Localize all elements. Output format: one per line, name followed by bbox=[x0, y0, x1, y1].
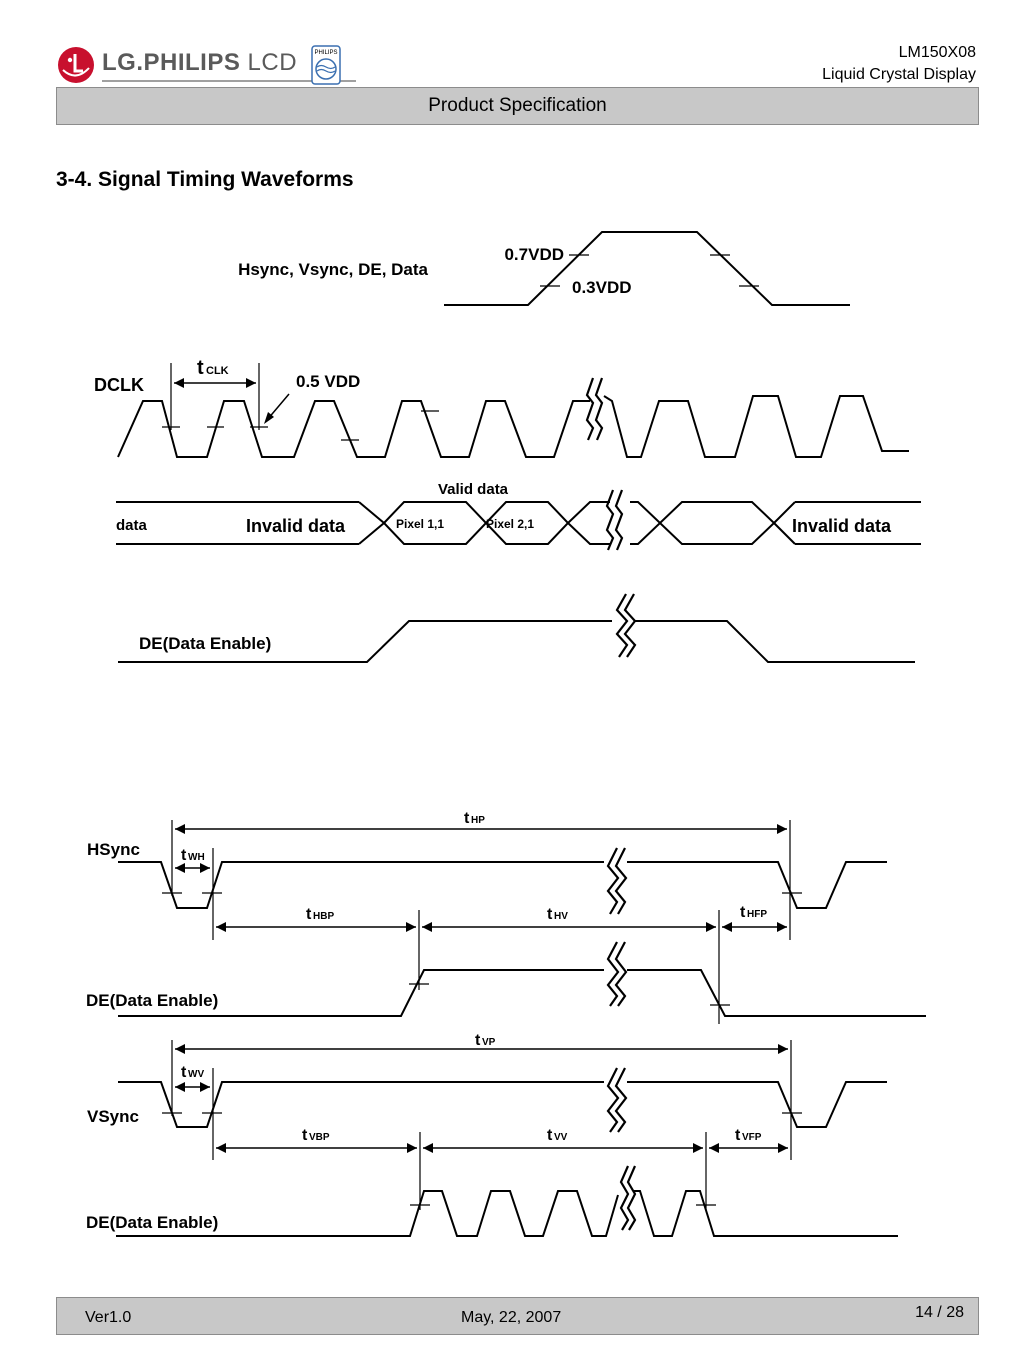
twv-sub: WV bbox=[188, 1069, 204, 1080]
philips-badge-text: PHILIPS bbox=[314, 50, 337, 56]
thv-t: t bbox=[547, 906, 553, 923]
tvfp-sub: VFP bbox=[742, 1132, 762, 1143]
invalid-data-right: Invalid data bbox=[792, 516, 892, 536]
page-number: 14 / 28 bbox=[915, 1304, 964, 1321]
tvp-t: t bbox=[475, 1032, 481, 1049]
de-label-1: DE(Data Enable) bbox=[139, 634, 271, 653]
tclk-sub: CLK bbox=[206, 365, 229, 377]
tvbp-t: t bbox=[302, 1127, 308, 1144]
tvbp-sub: VBP bbox=[309, 1132, 330, 1143]
diagram-labels: Hsync, Vsync, DE, Data 0.7VDD 0.3VDD DCL… bbox=[86, 245, 892, 1232]
level-waveform bbox=[444, 231, 850, 306]
footer-date: May, 22, 2007 bbox=[461, 1309, 562, 1326]
brand-wordmark: LG.PHILIPS LCD bbox=[102, 49, 297, 77]
section-title: 3-4. Signal Timing Waveforms bbox=[56, 168, 354, 191]
doc-title: Product Specification bbox=[428, 95, 607, 116]
vdd-low-label: 0.3VDD bbox=[572, 278, 632, 297]
twh-t: t bbox=[181, 847, 187, 864]
invalid-data-left: Invalid data bbox=[246, 516, 346, 536]
logo-underline bbox=[102, 80, 356, 82]
dclk-waveform bbox=[117, 363, 909, 458]
thbp-sub: HBP bbox=[313, 911, 334, 922]
hsync-label: HSync bbox=[87, 840, 140, 859]
vsync-label: VSync bbox=[87, 1107, 139, 1126]
data-bus-waveform bbox=[116, 489, 921, 551]
de-waveform-3 bbox=[116, 1165, 898, 1237]
level-signal-label: Hsync, Vsync, DE, Data bbox=[238, 260, 428, 279]
hsync-waveform bbox=[118, 820, 887, 1024]
thfp-sub: HFP bbox=[747, 909, 767, 920]
thbp-t: t bbox=[306, 906, 312, 923]
document-model-block: LM150X08 Liquid Crystal Display bbox=[822, 42, 976, 86]
footer-version: Ver1.0 bbox=[85, 1309, 132, 1326]
footer-bar: Ver1.0 May, 22, 2007 14 / 28 bbox=[56, 1297, 979, 1335]
lg-philips-logo: LG.PHILIPS LCD PHILIPS bbox=[56, 44, 356, 86]
de-label-3: DE(Data Enable) bbox=[86, 1213, 218, 1232]
thp-t: t bbox=[464, 810, 470, 827]
tvv-sub: VV bbox=[554, 1132, 568, 1143]
valid-data-label: Valid data bbox=[438, 481, 509, 498]
de-waveform-1 bbox=[118, 593, 915, 663]
tvv-t: t bbox=[547, 1127, 553, 1144]
lg-face-icon bbox=[58, 47, 94, 83]
twv-t: t bbox=[181, 1064, 187, 1081]
model-number: LM150X08 bbox=[898, 44, 976, 61]
pixel-2-1-label: Pixel 2,1 bbox=[486, 517, 534, 531]
product-type: Liquid Crystal Display bbox=[822, 66, 976, 83]
philips-shield-icon: PHILIPS bbox=[311, 45, 341, 85]
thv-sub: HV bbox=[554, 911, 568, 922]
data-row-label: data bbox=[116, 517, 148, 534]
twh-sub: WH bbox=[188, 852, 205, 863]
tvfp-t: t bbox=[735, 1127, 741, 1144]
dclk-label: DCLK bbox=[94, 375, 144, 395]
thfp-t: t bbox=[740, 904, 746, 921]
brand-light: LCD bbox=[247, 49, 298, 76]
de-label-2: DE(Data Enable) bbox=[86, 991, 218, 1010]
brand-bold: LG.PHILIPS bbox=[102, 49, 241, 76]
tvp-sub: VP bbox=[482, 1037, 496, 1048]
doc-title-bar: Product Specification bbox=[56, 87, 979, 125]
thp-sub: HP bbox=[471, 815, 485, 826]
pixel-1-1-label: Pixel 1,1 bbox=[396, 517, 444, 531]
vdd-high-label: 0.7VDD bbox=[504, 245, 564, 264]
tclk-t: t bbox=[197, 357, 204, 379]
half-vdd-label: 0.5 VDD bbox=[296, 372, 360, 391]
vsync-waveform bbox=[118, 1040, 887, 1210]
de-waveform-2 bbox=[118, 941, 926, 1017]
